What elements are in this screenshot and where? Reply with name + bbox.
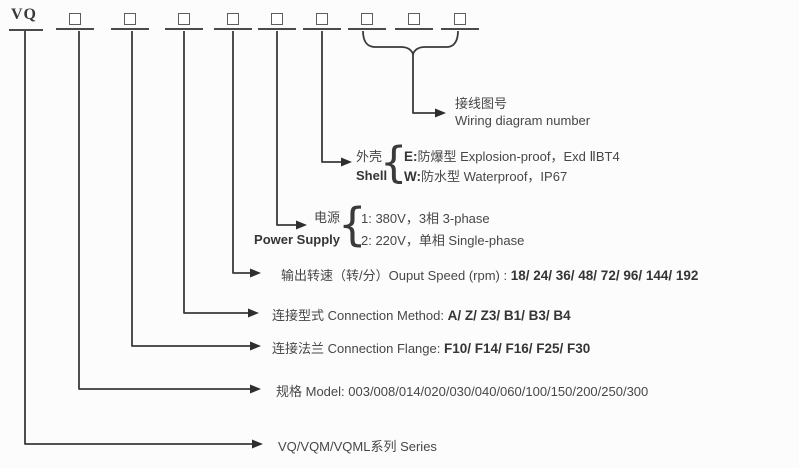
connector-wiring xyxy=(412,54,435,114)
connector-power xyxy=(276,31,296,226)
code-box-4 xyxy=(214,13,252,30)
wiring-label-zh: 接线图号 xyxy=(455,96,508,111)
shell-option-e-text: 防爆型 Explosion-proof，Exd ⅡBT4 xyxy=(417,149,620,164)
shell-option-w-text: 防水型 Waterproof，IP67 xyxy=(421,169,568,184)
digit-box-icon xyxy=(124,13,136,25)
speed-values: 18/ 24/ 36/ 48/ 72/ 96/ 144/ 192 xyxy=(510,268,699,283)
digit-box-icon xyxy=(178,13,190,25)
connector-flange xyxy=(131,31,250,347)
wiring-label-en: Wiring diagram number xyxy=(455,113,591,128)
power-label-zh: 电源 xyxy=(313,210,340,225)
digit-box-icon xyxy=(227,13,239,25)
code-box-1 xyxy=(56,13,94,30)
power-supply-label: 电源 Power Supply xyxy=(226,207,340,251)
shell-label-en: Shell xyxy=(356,168,388,183)
shell-option-e: E:防爆型 Explosion-proof，Exd ⅡBT4 xyxy=(404,147,620,167)
power-supply-brace: { xyxy=(338,198,367,251)
digit-underline xyxy=(165,28,203,30)
prefix-underline xyxy=(9,29,43,31)
connector-series xyxy=(24,31,252,445)
code-box-7 xyxy=(348,13,386,30)
model-values: 003/008/014/020/030/040/060/100/150/200/… xyxy=(348,384,649,399)
connector-model xyxy=(78,31,250,390)
code-box-9 xyxy=(441,13,479,30)
flange-values: F10/ F14/ F16/ F25/ F30 xyxy=(443,341,591,356)
digit-box-icon xyxy=(361,13,373,25)
connector-speed xyxy=(232,31,250,274)
digit-box-icon xyxy=(271,13,283,25)
series-label: VQ/VQM/VQML系列 Series xyxy=(278,439,437,454)
digit-box-icon xyxy=(316,13,328,25)
power-label-en: Power Supply xyxy=(254,232,340,247)
shell-label: 外壳 Shell xyxy=(356,147,387,185)
speed-label: 输出转速（转/分）Ouput Speed (rpm) : xyxy=(281,268,511,283)
arrowhead-wiring xyxy=(435,108,446,118)
connector-shell xyxy=(321,31,341,163)
series-row: VQ/VQM/VQML系列 Series xyxy=(278,436,437,455)
arrowhead-model xyxy=(250,384,261,394)
code-box-6 xyxy=(303,13,341,30)
wiring-group-brace xyxy=(362,30,459,55)
digit-box-icon xyxy=(408,13,420,25)
arrowhead-speed xyxy=(250,268,261,278)
code-box-3 xyxy=(165,13,203,30)
digit-underline xyxy=(214,28,252,30)
method-label: 连接型式 Connection Method: xyxy=(272,308,448,323)
shell-options: E:防爆型 Explosion-proof，Exd ⅡBT4 W:防水型 Wat… xyxy=(404,147,620,187)
connection-flange-row: 连接法兰 Connection Flange: F10/ F14/ F16/ F… xyxy=(272,338,590,357)
code-box-2 xyxy=(111,13,149,30)
model-label: 规格 Model: xyxy=(276,384,349,399)
power-supply-options: 1: 380V，3相 3-phase 2: 220V，单相 Single-pha… xyxy=(361,208,524,252)
power-option-1: 1: 380V，3相 3-phase xyxy=(361,211,490,226)
arrowhead-flange xyxy=(250,341,261,351)
connector-method xyxy=(183,31,248,314)
shell-option-w-code: W: xyxy=(404,169,421,184)
digit-underline xyxy=(303,28,341,30)
digit-box-icon xyxy=(454,13,466,25)
flange-label: 连接法兰 Connection Flange: xyxy=(272,341,444,356)
digit-underline xyxy=(111,28,149,30)
digit-underline xyxy=(441,28,479,30)
digit-underline xyxy=(395,28,433,30)
wiring-diagram-row: 接线图号 Wiring diagram number xyxy=(455,95,590,129)
arrowhead-power xyxy=(296,220,307,230)
method-values: A/ Z/ Z3/ B1/ B3/ B4 xyxy=(447,308,571,323)
power-option-2: 2: 220V，单相 Single-phase xyxy=(361,233,525,248)
model-row: 规格 Model: 003/008/014/020/030/040/060/10… xyxy=(276,381,648,400)
digit-underline xyxy=(258,28,296,30)
code-box-5 xyxy=(258,13,296,30)
connection-method-row: 连接型式 Connection Method: A/ Z/ Z3/ B1/ B3… xyxy=(272,305,571,324)
digit-box-icon xyxy=(69,13,81,25)
digit-underline xyxy=(348,28,386,30)
shell-option-w: W:防水型 Waterproof，IP67 xyxy=(404,167,620,187)
shell-option-e-code: E: xyxy=(404,149,418,164)
arrowhead-method xyxy=(248,308,259,318)
shell-label-zh: 外壳 xyxy=(356,149,383,164)
arrowhead-series xyxy=(252,439,263,449)
series-prefix-label: VQ xyxy=(11,6,37,23)
shell-brace: { xyxy=(380,138,408,188)
arrowhead-shell xyxy=(341,157,352,167)
digit-underline xyxy=(56,28,94,30)
output-speed-row: 输出转速（转/分）Ouput Speed (rpm) : 18/ 24/ 36/… xyxy=(281,265,698,284)
code-box-8 xyxy=(395,13,433,30)
